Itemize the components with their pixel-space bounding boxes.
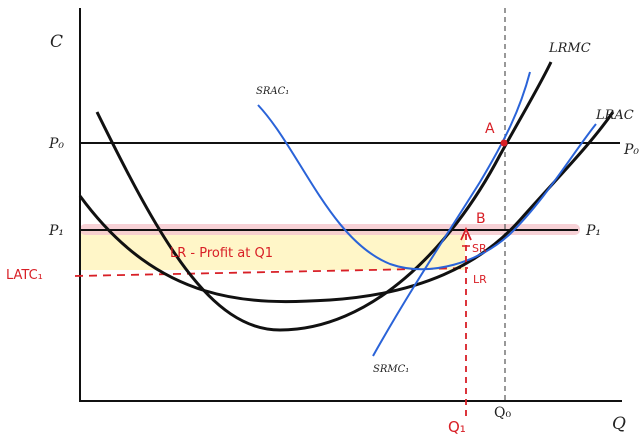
point-a-label: A <box>485 121 495 137</box>
x-axis-label: Q <box>612 414 626 434</box>
q1-arrow-head-icon <box>460 226 472 241</box>
p0-left-label: P₀ <box>48 136 64 152</box>
y-axis-label: C <box>50 32 63 52</box>
p1-left-label: P₁ <box>48 223 64 239</box>
q0-label: Q₀ <box>494 405 511 421</box>
srac1-curve <box>257 104 597 271</box>
lrmc-curve <box>95 61 553 332</box>
profit-area <box>80 231 465 270</box>
p0-right-label: P₀ <box>623 142 639 158</box>
srmc1-curve <box>372 71 531 357</box>
srac1-label: SRAC₁ <box>256 86 289 97</box>
lrac-curve <box>78 111 615 304</box>
srmc1-label: SRMC₁ <box>373 364 409 375</box>
lrmc-label: LRMC <box>548 41 591 56</box>
latc1-label: LATC₁ <box>6 268 43 283</box>
q1-label: Q₁ <box>448 418 466 436</box>
point-a-dot <box>500 139 508 147</box>
profit-annotation: LR - Profit at Q1 <box>170 246 273 261</box>
lrac-label: LRAC <box>595 108 634 123</box>
point-b-label: B <box>476 211 486 227</box>
latc1-dashed-line <box>74 267 469 277</box>
point-lr-label: LR <box>473 273 487 286</box>
p1-right-label: P₁ <box>585 223 601 239</box>
point-sr-label: SR <box>472 242 487 255</box>
